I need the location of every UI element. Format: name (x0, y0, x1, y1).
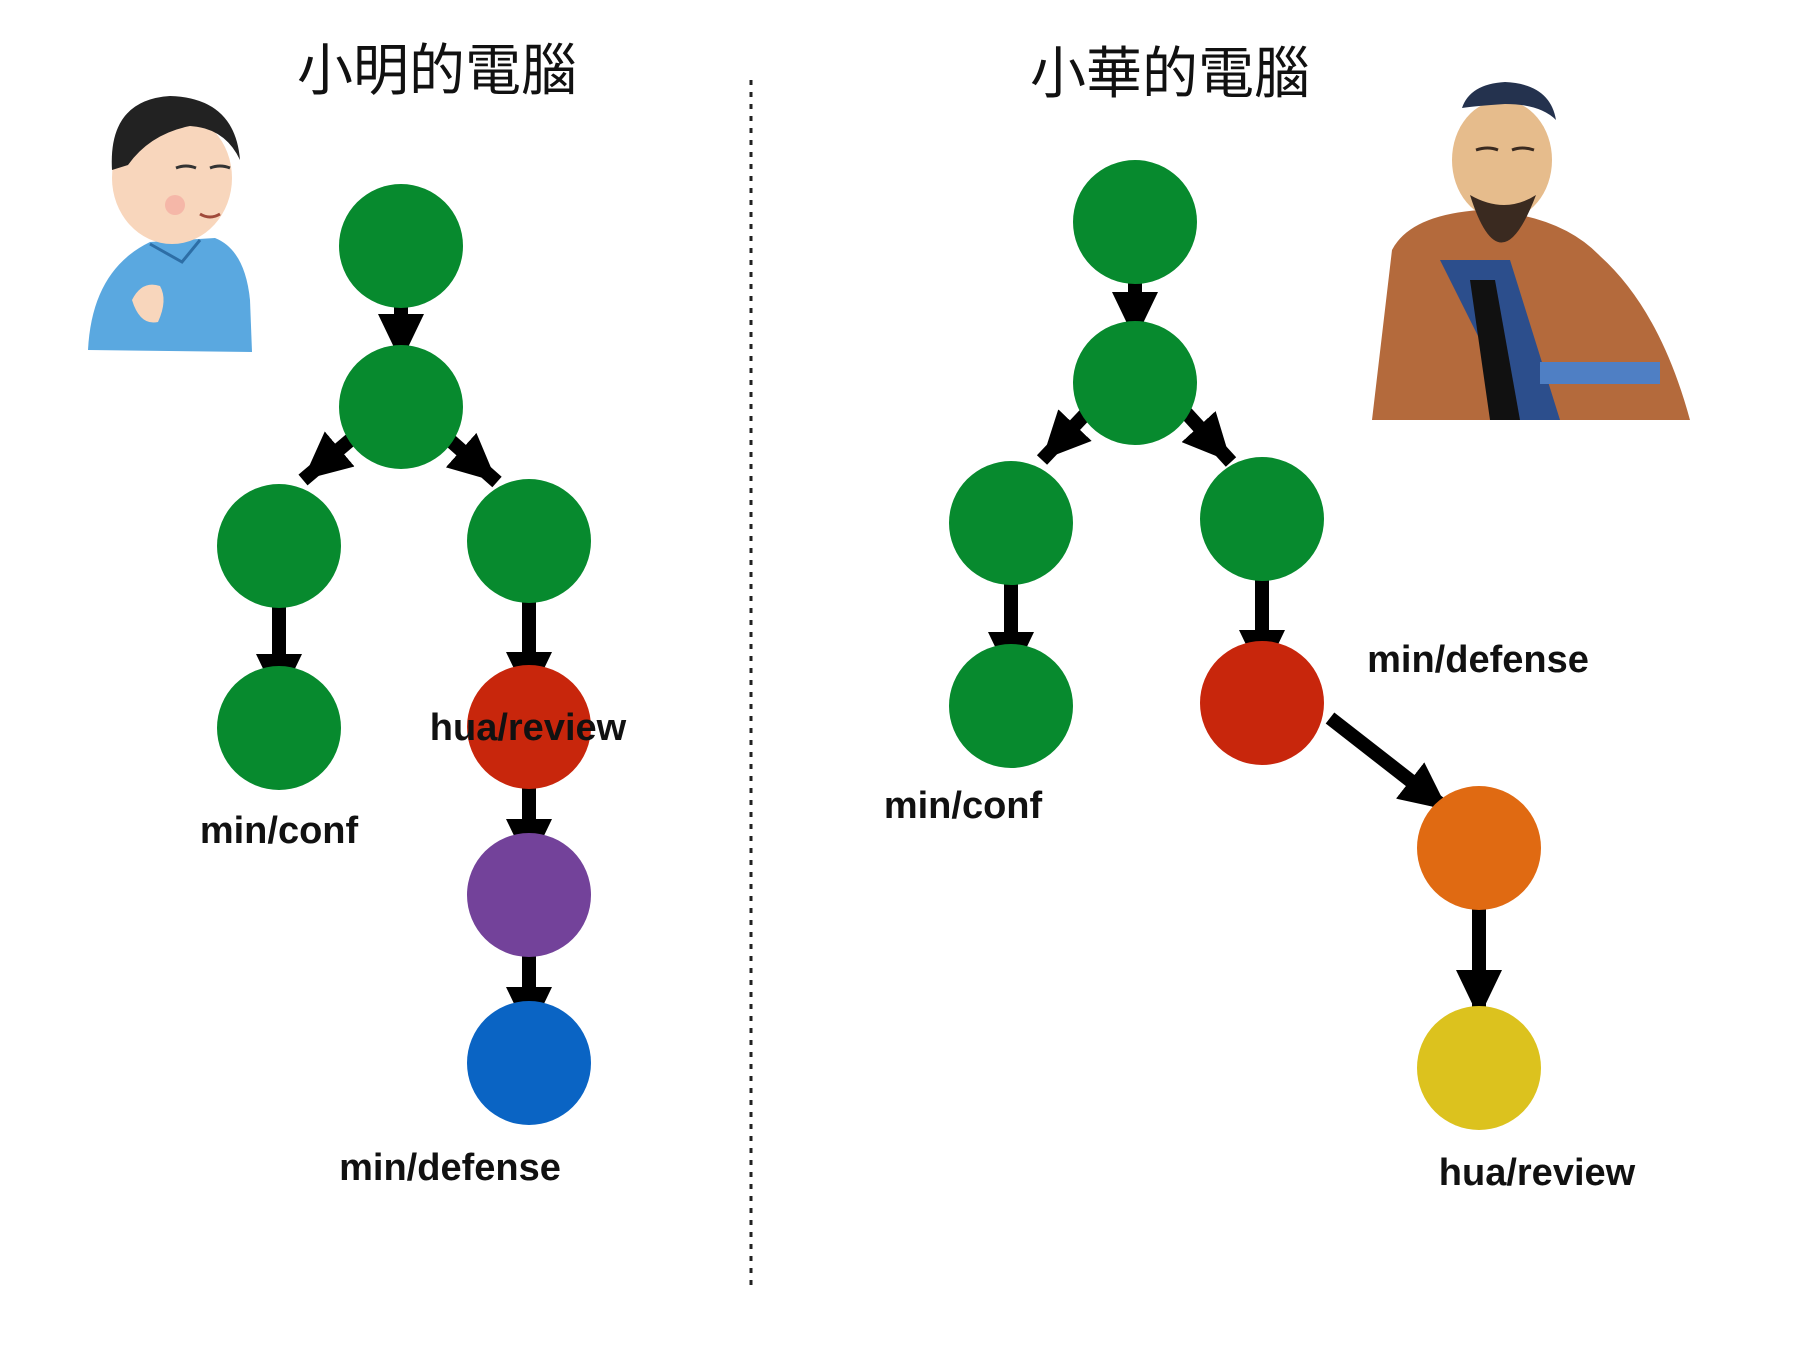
right-branch-label-min-defense: min/defense (1367, 639, 1589, 681)
right-commit-node (1200, 457, 1324, 581)
right-commit-node (1200, 641, 1324, 765)
left-commit-node (339, 184, 463, 308)
right-arrow-6-7 (1330, 718, 1448, 810)
left-branch-label-min-defense: min/defense (339, 1147, 561, 1189)
right-commit-node (949, 644, 1073, 768)
left-branch-label-min-conf: min/conf (200, 810, 359, 852)
right-commit-node (1417, 1006, 1541, 1130)
left-arrow-2-3 (303, 436, 355, 480)
left-branch-label-hua-review: hua/review (430, 707, 627, 749)
left-commit-node (467, 833, 591, 957)
boy-illustration (88, 96, 252, 352)
left-panel-title: 小明的電腦 (297, 39, 577, 104)
left-commit-node (467, 1001, 591, 1125)
right-commit-node (949, 461, 1073, 585)
right-commit-node (1417, 786, 1541, 910)
right-branch-label-min-conf: min/conf (884, 785, 1043, 827)
left-commit-node (467, 479, 591, 603)
right-commit-node (1073, 160, 1197, 284)
sage-illustration (1372, 82, 1690, 420)
right-branch-label-hua-review: hua/review (1439, 1152, 1636, 1194)
left-commit-node (217, 666, 341, 790)
right-panel-title: 小華的電腦 (1030, 42, 1310, 107)
left-commit-node (217, 484, 341, 608)
right-commit-node (1073, 321, 1197, 445)
left-commit-node (339, 345, 463, 469)
